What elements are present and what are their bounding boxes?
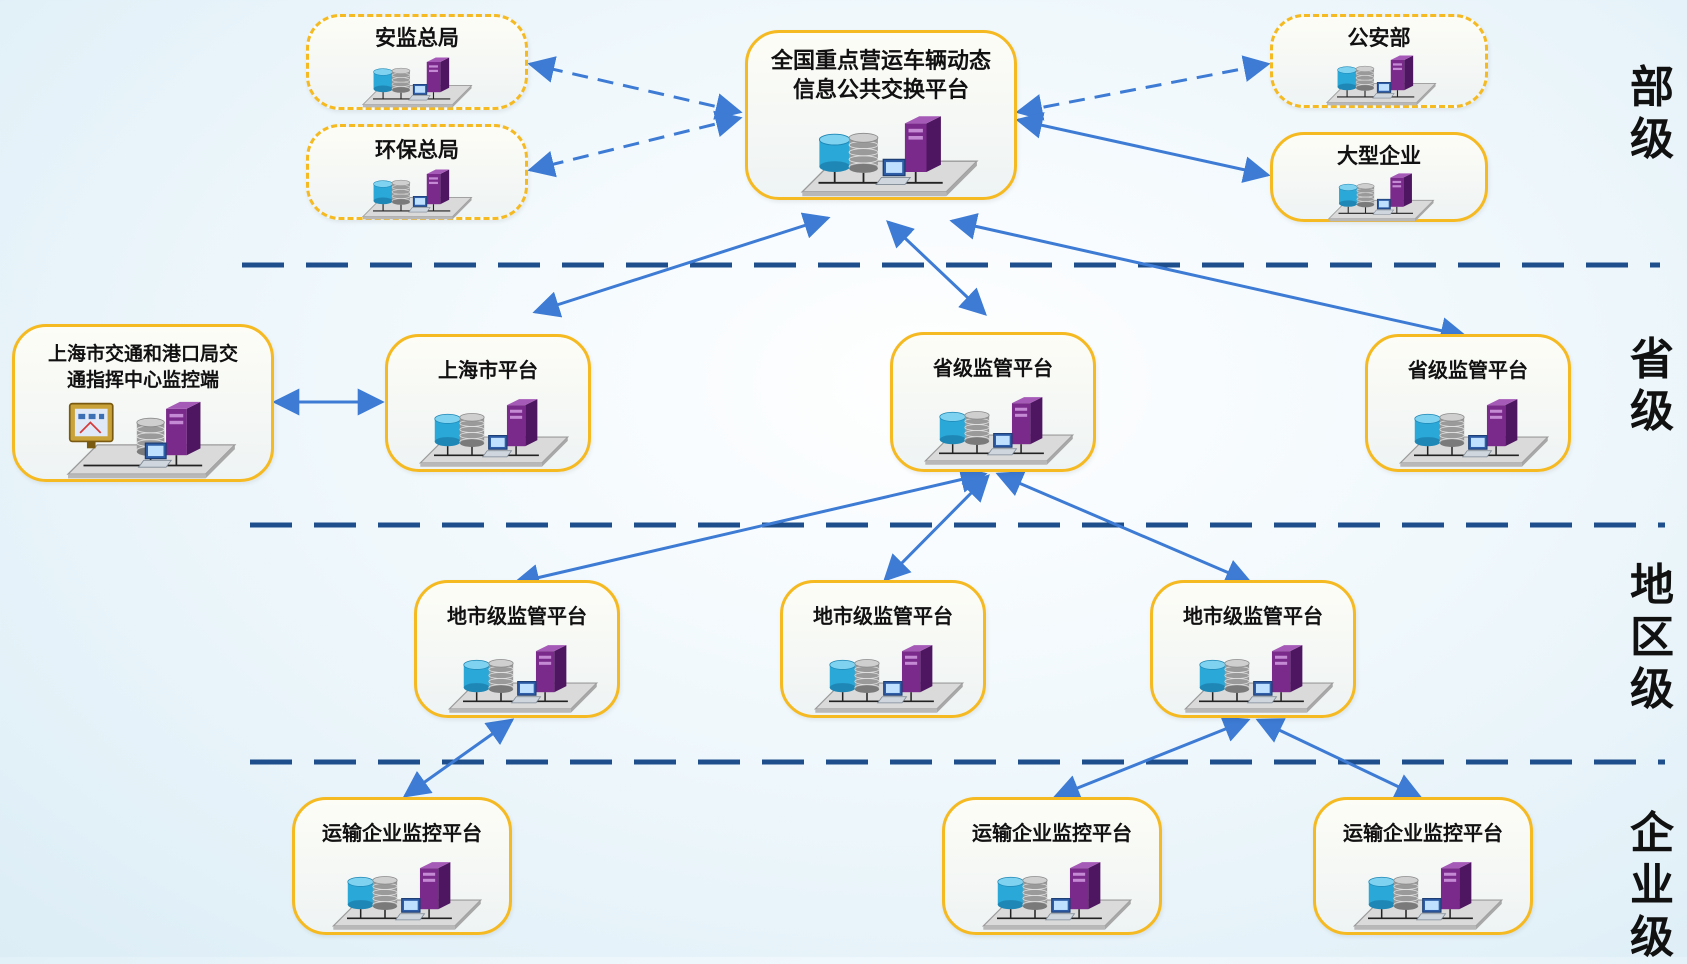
node-shanghai-jiaotong: 上海市交通和港口局交通指挥中心监控端 (12, 324, 274, 482)
server-equipment-icon (1327, 173, 1435, 222)
node-province-platform-1: 省级监管平台 (890, 332, 1096, 472)
node-label: 地市级监管平台 (813, 604, 953, 628)
node-enterprise-platform-3: 运输企业监控平台 (1313, 797, 1533, 935)
node-province-platform-2: 省级监管平台 (1365, 334, 1571, 472)
node-label: 上海市交通和港口局交通指挥中心监控端 (47, 343, 238, 391)
node-label: 环保总局 (375, 138, 459, 162)
server-equipment-icon (361, 169, 473, 220)
server-equipment-icon (981, 862, 1133, 930)
node-anjian: 安监总局 (306, 14, 528, 110)
server-equipment-icon (331, 862, 483, 930)
link-city3-ent2 (1052, 716, 1251, 801)
level-label-enterprise: 企业级 (1630, 808, 1674, 963)
level-label-ministry: 部级 (1630, 62, 1674, 165)
server-equipment-icon (1325, 55, 1437, 106)
link-province1-city3 (995, 471, 1253, 585)
node-label: 运输企业监控平台 (972, 821, 1132, 845)
server-equipment-icon (418, 399, 570, 467)
server-equipment-icon (361, 57, 473, 108)
link-national-shanghai (532, 212, 831, 318)
node-label: 上海市平台 (438, 358, 538, 382)
node-label: 地市级监管平台 (1183, 604, 1323, 628)
server-equipment-icon (1352, 862, 1504, 930)
node-shanghai-platform: 上海市平台 (385, 334, 591, 472)
node-city-platform-1: 地市级监管平台 (414, 580, 620, 718)
server-equipment-icon (1398, 399, 1550, 467)
node-enterprise-platform-1: 运输企业监控平台 (292, 797, 512, 935)
node-gongan: 公安部 (1270, 14, 1488, 108)
node-daxing: 大型企业 (1270, 132, 1488, 222)
link-province1-city2 (883, 474, 990, 582)
node-label: 地市级监管平台 (447, 604, 587, 628)
link-city3-ent3 (1255, 718, 1423, 799)
node-national-platform: 全国重点营运车辆动态信息公共交换平台 (745, 30, 1017, 200)
node-label: 运输企业监控平台 (1343, 821, 1503, 845)
node-label: 大型企业 (1337, 144, 1421, 168)
link-national-daxing (1015, 112, 1271, 183)
node-label: 省级监管平台 (1408, 358, 1528, 382)
node-city-platform-3: 地市级监管平台 (1150, 580, 1356, 718)
server-equipment-icon (447, 645, 599, 713)
level-label-province: 省级 (1630, 334, 1674, 437)
node-label: 运输企业监控平台 (322, 821, 482, 845)
node-huanbao: 环保总局 (306, 124, 528, 220)
node-city-platform-2: 地市级监管平台 (780, 580, 986, 718)
node-label: 全国重点营运车辆动态信息公共交换平台 (770, 49, 991, 103)
server-equipment-icon (923, 397, 1075, 465)
level-label-region: 地区级 (1630, 560, 1674, 715)
link-national-anjian (527, 56, 743, 120)
node-label: 公安部 (1347, 26, 1411, 50)
link-city1-ent1 (402, 718, 515, 798)
link-national-province1 (886, 220, 987, 316)
server-equipment-icon (813, 645, 965, 713)
server-equipment-icon (800, 116, 979, 197)
link-national-huanbao (527, 110, 743, 178)
node-label: 省级监管平台 (933, 356, 1053, 380)
link-national-gongan (1015, 55, 1271, 121)
server-equipment-icon (1183, 645, 1335, 713)
monitor-terminal-icon (66, 401, 237, 479)
link-national-province2 (949, 213, 1468, 344)
node-label: 安监总局 (375, 26, 459, 50)
link-province1-city1 (512, 466, 988, 591)
node-enterprise-platform-2: 运输企业监控平台 (942, 797, 1162, 935)
